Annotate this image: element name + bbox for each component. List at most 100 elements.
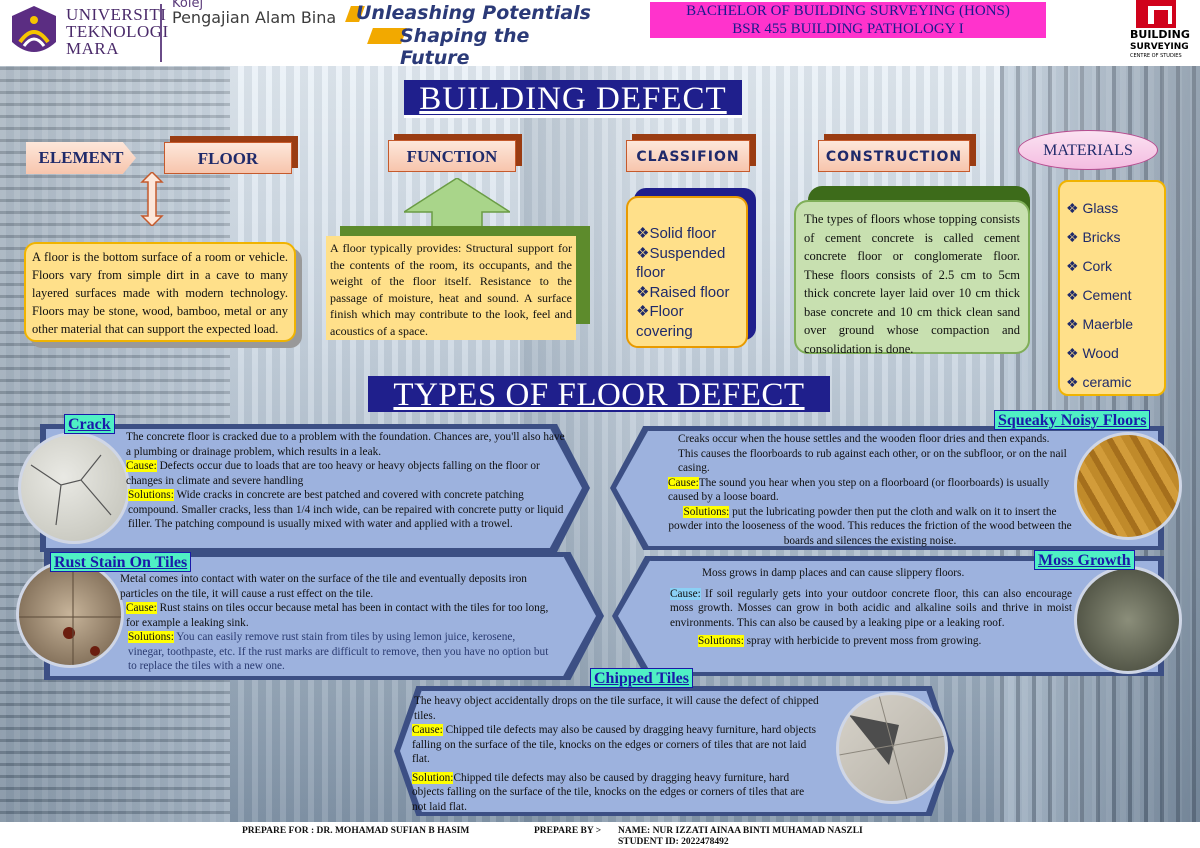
course-line2: BSR 455 BUILDING PATHOLOGY I [732,21,964,37]
moss-panel [618,560,1158,672]
rust-solutions-label: Solutions: [128,631,174,643]
page-title: BUILDING DEFECT [404,80,742,118]
chipped-label: Chipped Tiles [590,668,694,688]
moss-text: Moss grows in damp places and can cause … [670,566,1072,649]
header-divider [160,4,162,62]
moss-cause-text: If soil regularly gets into your outdoor… [670,587,1072,629]
moss-intro: Moss grows in damp places and can cause … [702,567,965,579]
squeaky-photo [1074,432,1182,540]
crack-cause-text: Defects occur due to loads that are too … [126,460,540,487]
university-line3: MARA [66,39,120,58]
rust-label: Rust Stain On Tiles [50,552,192,572]
classification-item: ❖Solid floor [636,225,717,242]
course-title: BACHELOR OF BUILDING SURVEYING (HONS) BS… [650,2,1046,38]
chipped-solutions-text: Chipped tile defects may also be caused … [412,771,805,813]
rust-cause-label: Cause: [126,602,157,614]
moss-cause: Cause: If soil regularly gets into your … [670,587,1072,631]
squeaky-cause-text: The sound you hear when you step on a fl… [668,476,1050,504]
crack-panel [46,428,582,548]
chipped-photo [836,692,948,804]
rust-panel [50,556,596,676]
rust-solutions: Solutions: You can easily remove rust st… [120,630,554,674]
crack-label: Crack [64,414,115,434]
course-line1: BACHELOR OF BUILDING SURVEYING (HONS) [686,3,1010,19]
types-title: TYPES OF FLOOR DEFECT [368,376,830,413]
footer: PREPARE FOR : DR. MOHAMAD SUFIAN B HASIM… [0,822,1200,848]
university-line1: UNIVERSITI [66,5,167,24]
logo-red-inner [1154,10,1168,24]
moss-label: Moss Growth [1034,550,1135,570]
rust-intro: Metal comes into contact with water on t… [120,573,527,600]
material-item: ❖ Cement [1066,287,1132,303]
university-name: UNIVERSITI TEKNOLOGI MARA [66,6,169,57]
chipped-cause: Cause: Chipped tile defects may also be … [412,723,820,767]
building-surveying-logo: BUILDING SURVEYING CENTRE OF STUDIES [1126,0,1190,62]
tag-element: ELEMENT [26,142,136,174]
squeaky-panel [616,430,1158,546]
crack-cause-label: Cause: [126,460,157,472]
material-item: ❖ Wood [1066,345,1119,361]
tag-function: FUNCTION [388,140,516,172]
material-item: ❖ Glass [1066,200,1119,216]
chipped-tile-drawing [839,695,945,801]
uitm-logo [12,6,56,52]
squeaky-cause: Cause:The sound you hear when you step o… [668,476,1072,505]
crack-text: The concrete floor is cracked due to a p… [126,430,566,532]
classification-item: ❖Floor covering [636,303,693,340]
crack-solutions: Solutions: Wide cracks in concrete are b… [126,488,566,532]
floor-description: A floor is the bottom surface of a room … [24,242,296,342]
function-description: A floor typically provides: Structural s… [326,236,576,340]
chipped-cause-label: Cause: [412,724,443,736]
crack-solutions-text: Wide cracks in concrete are best patched… [128,489,564,530]
squeaky-solutions: Solutions: put the lubricating powder th… [668,505,1072,549]
crack-cause: Cause: Defects occur due to loads that a… [126,459,566,488]
student-id: STUDENT ID: 2022478492 [618,837,729,847]
prepare-by: PREPARE BY > [534,826,602,836]
chipped-intro: The heavy object accidentally drops on t… [414,695,819,722]
moss-solutions: Solutions: spray with herbicide to preve… [670,634,1072,649]
logo-text-building: BUILDING [1130,28,1190,41]
classification-item: ❖Suspended floor [636,244,726,282]
header: UNIVERSITI TEKNOLOGI MARA Kolej Pengajia… [0,0,1200,69]
slogan: Unleashing Potentials Shaping the Future [330,0,600,69]
up-arrow-icon [404,178,510,238]
material-item: ❖ Maerble [1066,316,1134,332]
crack-photo [18,432,130,544]
squeaky-label: Squeaky Noisy Floors [994,410,1151,430]
materials-list: ❖ Glass ❖ Bricks ❖ Cork ❖ Cement ❖ Maerb… [1058,180,1166,396]
double-arrow-icon [140,172,164,226]
prepare-for: PREPARE FOR : DR. MOHAMAD SUFIAN B HASIM [242,826,470,836]
tag-construction: CONSTRUCTION [818,140,970,172]
squeaky-solutions-text: put the lubricating powder then put the … [668,505,1072,547]
tag-materials: MATERIALS [1018,130,1158,170]
chipped-cause-text: Chipped tile defects may also be caused … [412,724,817,765]
moss-solutions-text: spray with herbicide to prevent moss fro… [743,635,982,647]
classification-item: ❖Raised floor [636,283,730,301]
squeaky-intro: Creaks occur when the house settles and … [678,433,1067,474]
rust-photo [16,560,124,668]
rust-cause: Cause: Rust stains on tiles occur becaus… [120,601,554,630]
crack-lines [30,454,112,526]
logo-text-centre: CENTRE OF STUDIES [1130,53,1182,59]
moss-cause-label: Cause: [670,587,701,600]
chipped-solutions: Solution:Chipped tile defects may also b… [412,771,820,815]
material-item: ❖ ceramic [1066,374,1132,390]
university-line2: TEKNOLOGI [66,22,169,41]
material-item: ❖ Bricks [1066,229,1121,245]
squeaky-cause-label: Cause: [668,476,699,489]
rust-spots [19,563,121,665]
rust-solutions-text: You can easily remove rust stain from ti… [128,631,549,672]
chipped-solutions-label: Solution: [412,771,454,784]
squeaky-solutions-label: Solutions: [683,505,730,518]
moss-solutions-label: Solutions: [698,635,744,647]
construction-description: The types of floors whose topping consis… [794,200,1030,356]
slogan-line2: Shaping the Future [400,25,530,69]
college-name: Pengajian Alam Bina [172,8,337,27]
student-name: NAME: NUR IZZATI AINAA BINTI MUHAMAD NAS… [618,826,863,836]
tag-floor: FLOOR [164,142,292,174]
logo-text-surveying: SURVEYING [1130,42,1189,52]
squeaky-text: Creaks occur when the house settles and … [668,432,1072,548]
slogan-line1: Unleashing Potentials [356,2,591,24]
chipped-text: The heavy object accidentally drops on t… [412,694,820,814]
crack-solutions-label: Solutions: [128,489,174,501]
